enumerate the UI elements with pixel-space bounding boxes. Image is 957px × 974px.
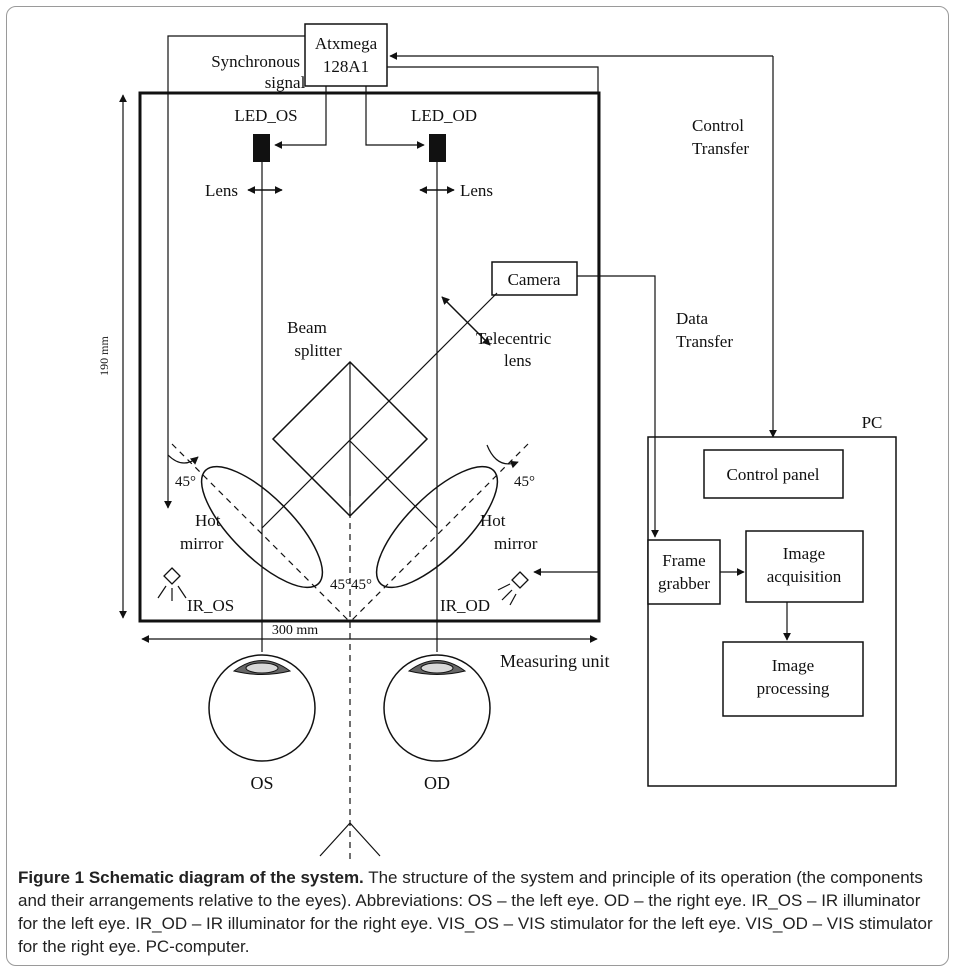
eye-os [208,654,316,762]
eye-os-label: OS [250,773,273,793]
frame-grabber-label-1: Frame [662,551,705,570]
ir-os-illuminator [157,567,187,601]
beam-splitter-label-2: splitter [294,341,342,360]
frame-grabber-box [647,539,721,605]
nose-wedge [319,822,381,857]
beam-splitter-label-1: Beam [287,318,327,337]
light-path-od [349,440,438,529]
data-transfer-label-1: Data [676,309,709,328]
lens-left-label: Lens [205,181,238,200]
image-acquisition-label-2: acquisition [767,567,842,586]
image-acquisition-box [745,530,864,603]
led-os [253,134,270,162]
image-processing-box [722,641,864,717]
eye-od-label: OD [424,773,450,793]
control-panel-label: Control panel [726,465,819,484]
controller-label-2: 128A1 [323,57,369,76]
control-transfer-label-1: Control [692,116,744,135]
angle-left-label: 45° [175,474,196,490]
ir-os-label: IR_OS [187,596,234,615]
sync-signal-line [164,35,305,509]
hot-mirror-left-label-1: Hot [195,511,221,530]
angle-center-left-label: 45° [330,577,351,593]
pc-label: PC [862,413,883,432]
hot-mirror-left [200,465,324,589]
control-transfer-label-2: Transfer [692,139,749,158]
hot-mirror-right-label-1: Hot [480,511,506,530]
caption-text: The structure of the system and principl… [18,868,933,956]
hot-mirror-left-label-2: mirror [180,534,224,553]
eye-od [383,654,491,762]
telecentric-lens-arrow [441,296,491,346]
angle-arc-left [167,454,199,465]
camera-box [491,261,578,296]
system-diagram: Atxmega 128A1 Synchronous signal LED_OS … [97,23,897,860]
width-dimension-label: 300 mm [272,623,318,638]
camera-label: Camera [508,270,561,289]
ir-od-illuminator [497,571,529,606]
height-dimension-label: 190 mm [97,336,111,376]
sync-signal-label-2: signal [265,73,306,92]
telecentric-lens-label-1: Telecentric [476,329,552,348]
frame-grabber-label-2: grabber [658,574,710,593]
mirror-dash-left [171,443,351,623]
measuring-unit-label: Measuring unit [500,651,610,671]
led-od-label: LED_OD [411,106,477,125]
control-panel-box [703,449,844,499]
lens-right-label: Lens [460,181,493,200]
angle-right-label: 45° [514,474,535,490]
image-processing-label-1: Image [772,656,814,675]
telecentric-lens-label-2: lens [504,351,531,370]
led-od [429,134,446,162]
led-os-label: LED_OS [234,106,297,125]
pc-box [647,436,897,787]
led-os-wire [274,86,327,149]
hot-mirror-right [375,465,499,589]
controller-label-1: Atxmega [315,34,378,53]
data-transfer-line [577,275,659,538]
caption-title: Figure 1 Schematic diagram of the system… [18,868,364,887]
angle-arc-right [486,444,519,469]
controller-box [304,23,388,87]
figure-caption: Figure 1 Schematic diagram of the system… [18,866,938,958]
ir-od-label: IR_OD [440,596,490,615]
led-od-wire [365,86,425,149]
data-transfer-label-2: Transfer [676,332,733,351]
image-acquisition-label-1: Image [783,544,825,563]
angle-center-right-label: 45° [351,577,372,593]
ir-od-control-line [387,66,599,576]
sync-signal-label-1: Synchronous [211,52,300,71]
measuring-unit-box [138,91,601,623]
image-processing-label-2: processing [757,679,830,698]
light-path-os [261,292,498,529]
hot-mirror-right-label-2: mirror [494,534,538,553]
mirror-dash-right [349,443,529,623]
